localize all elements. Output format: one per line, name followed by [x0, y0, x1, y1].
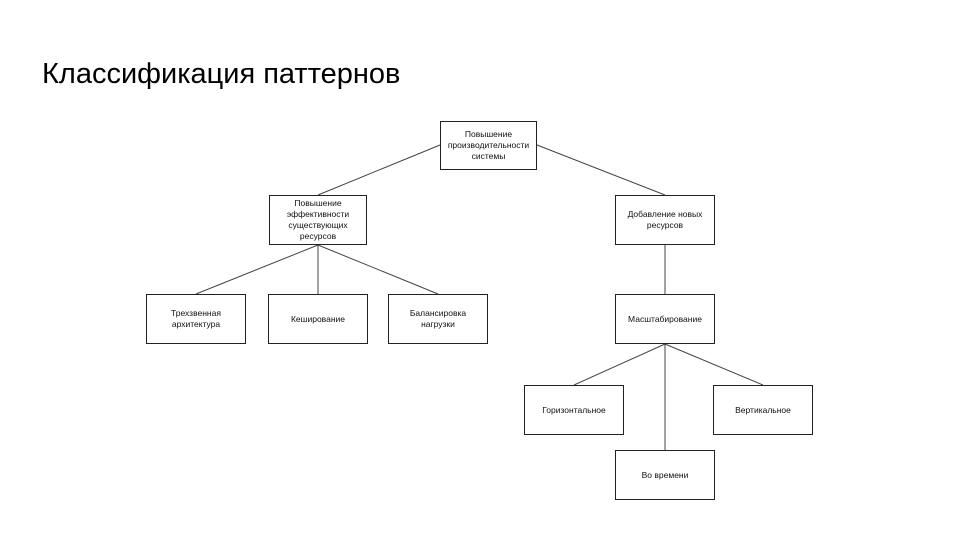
- connector-efficiency-load-balancing: [317, 244, 439, 295]
- node-horizontal: Горизонтальное: [524, 385, 624, 435]
- connector-root-efficiency: [317, 144, 441, 196]
- node-root: Повышение производительности системы: [440, 121, 537, 170]
- node-in-time: Во времени: [615, 450, 715, 500]
- node-add-resources: Добавление новых ресурсов: [615, 195, 715, 245]
- connector-scaling-vertical: [664, 343, 764, 386]
- node-load-balancing: Балансировка нагрузки: [388, 294, 488, 344]
- connector-efficiency-three-tier: [195, 244, 319, 295]
- connector-root-add-resources: [536, 144, 666, 196]
- node-scaling: Масштабирование: [615, 294, 715, 344]
- slide-title: Классификация паттернов: [42, 58, 401, 90]
- node-three-tier: Трехзвенная архитектура: [146, 294, 246, 344]
- node-efficiency: Повышение эффективности существующих рес…: [269, 195, 367, 245]
- connector-scaling-horizontal: [573, 343, 666, 386]
- node-vertical: Вертикальное: [713, 385, 813, 435]
- node-caching: Кеширование: [268, 294, 368, 344]
